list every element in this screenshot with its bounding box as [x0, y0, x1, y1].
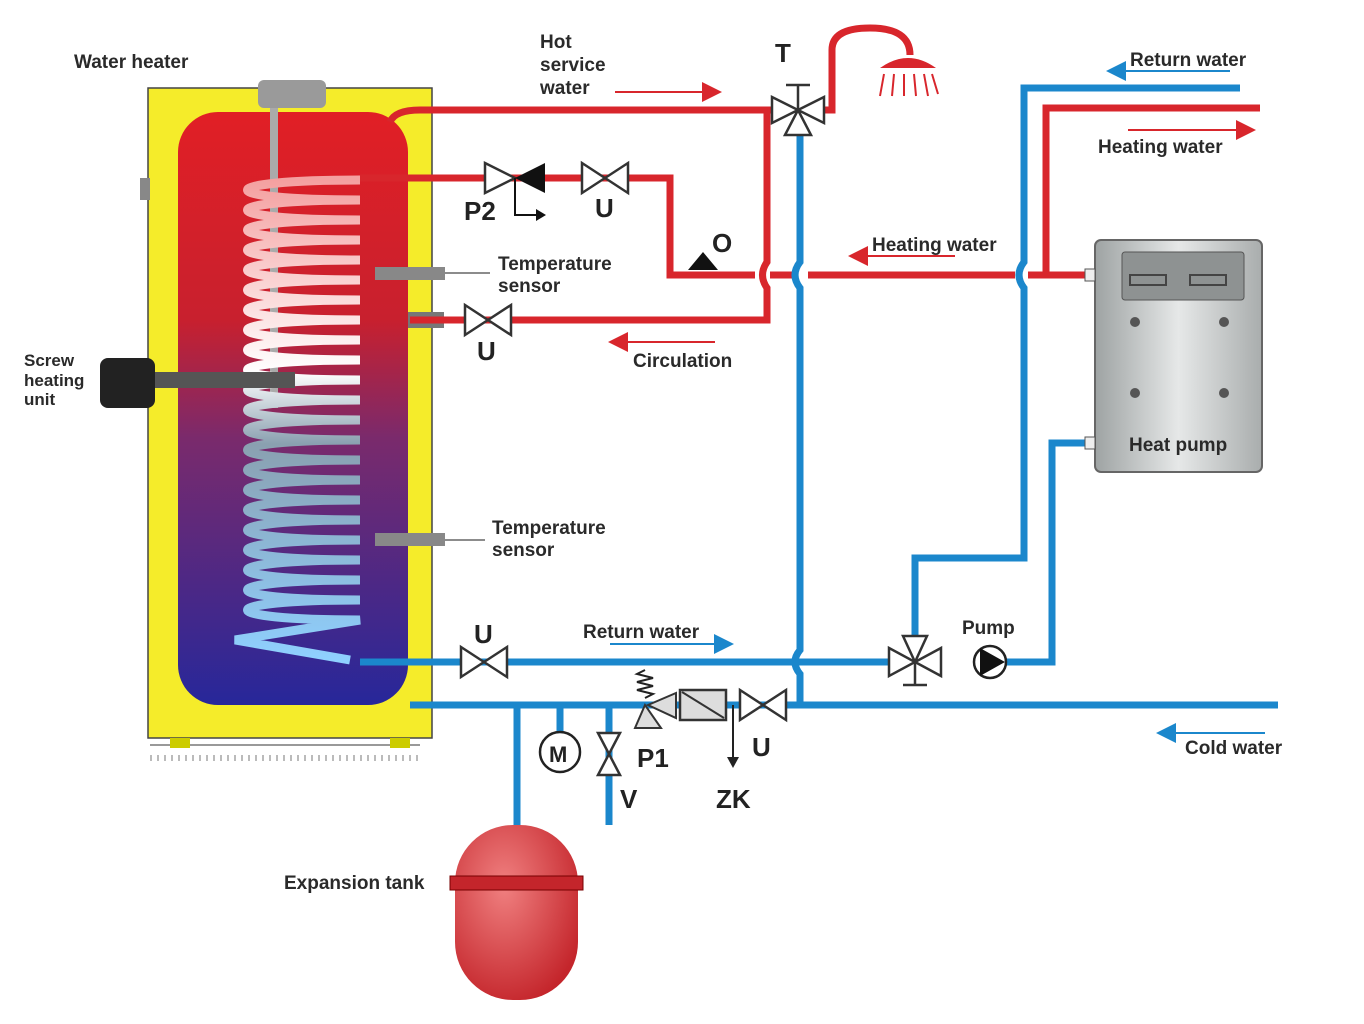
valve-u-top[interactable] [580, 160, 630, 196]
label-pump: Pump [962, 618, 1015, 639]
label-t: T [775, 38, 791, 68]
valve-u-circulation[interactable] [463, 302, 513, 338]
valve-p2[interactable] [483, 160, 546, 221]
valve-v[interactable] [595, 731, 623, 777]
label-u-circ: U [477, 336, 496, 366]
label-heat-pump: Heat pump [1129, 435, 1227, 456]
label-heating-water-mid: Heating water [872, 235, 997, 256]
label-v: V [620, 784, 638, 814]
label-zk: ZK [716, 784, 751, 814]
label-u-return: U [474, 619, 493, 649]
temperature-sensor-lower [375, 533, 445, 546]
cold-pipes [360, 84, 1278, 830]
label-temp-upper-1: Temperature [498, 254, 612, 275]
safety-valve-p1[interactable] [633, 669, 728, 729]
label-temp-lower-1: Temperature [492, 518, 606, 539]
expansion-tank [449, 825, 584, 1000]
check-valve-o [688, 252, 718, 270]
label-u-cold: U [752, 732, 771, 762]
label-temp-lower-2: sensor [492, 540, 555, 561]
manometer-m [538, 730, 582, 774]
temperature-sensor-upper [375, 267, 445, 280]
label-cold-water: Cold water [1185, 738, 1283, 759]
label-hot-3: water [539, 78, 590, 99]
valve-u-return[interactable] [459, 644, 509, 680]
label-p2: P2 [464, 196, 496, 226]
heat-pump [1084, 239, 1263, 473]
label-screw-2: heating [24, 371, 84, 390]
water-heater [100, 80, 445, 761]
hot-pipes [360, 24, 1260, 324]
label-return-water-bottom: Return water [583, 622, 700, 643]
label-o: O [712, 228, 732, 258]
label-hot-1: Hot [540, 32, 572, 53]
label-heating-water-top: Heating water [1098, 137, 1223, 158]
pump-icon [972, 644, 1008, 680]
label-screw-1: Screw [24, 351, 75, 370]
label-hot-2: service [540, 55, 606, 76]
label-water-heater: Water heater [74, 52, 189, 73]
three-way-valve[interactable] [887, 634, 943, 687]
label-m: M [549, 742, 567, 767]
label-u-top: U [595, 193, 614, 223]
label-p1: P1 [637, 743, 669, 773]
label-screw-3: unit [24, 390, 55, 409]
valve-u-cold[interactable] [738, 687, 788, 723]
label-circulation: Circulation [633, 351, 732, 372]
shower-head-icon [879, 58, 939, 97]
label-return-water-top: Return water [1130, 50, 1247, 71]
thermostatic-valve-t[interactable] [770, 83, 826, 137]
screw-heating-unit [100, 358, 295, 408]
label-temp-upper-2: sensor [498, 276, 561, 297]
label-expansion-tank: Expansion tank [284, 873, 425, 894]
heating-coil [234, 175, 361, 665]
